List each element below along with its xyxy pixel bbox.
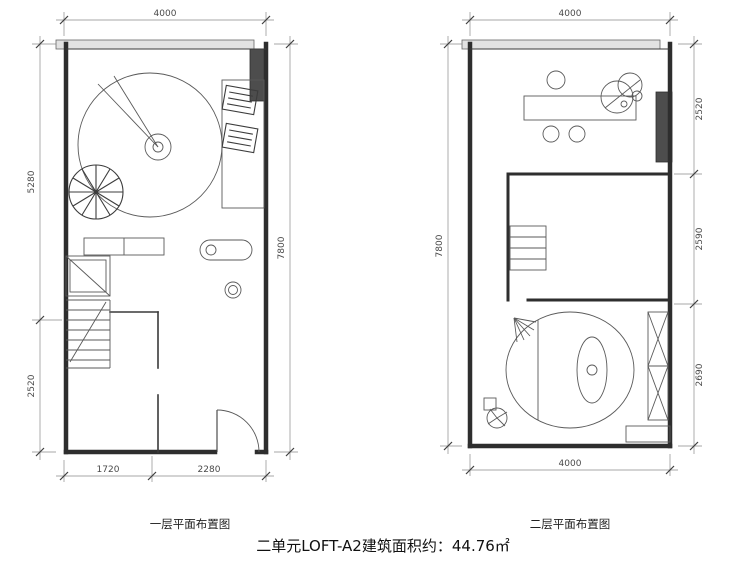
small-plant <box>483 397 508 429</box>
dim-second-bottom: 4000 <box>462 454 678 476</box>
dim-first-left: 5280 2520 <box>27 36 62 460</box>
dim-label: 2280 <box>198 465 221 475</box>
outer-walls <box>63 41 269 455</box>
dim-label: 2520 <box>27 374 37 397</box>
closet <box>65 255 111 297</box>
entry-door <box>216 409 260 453</box>
round-bed-second <box>505 311 635 429</box>
dim-second-right: 2520 2590 2690 <box>674 36 705 454</box>
dining-table <box>523 70 637 143</box>
dim-label: 5280 <box>27 170 37 193</box>
kitchen-counter <box>221 79 265 209</box>
top-wall-band <box>55 39 255 50</box>
interior-walls <box>109 311 159 453</box>
wardrobe <box>625 311 671 443</box>
plant-decor <box>600 72 643 114</box>
dim-label: 2690 <box>695 363 705 386</box>
dim-label: 4000 <box>559 9 582 19</box>
fan-decor <box>68 164 124 220</box>
outer-walls <box>467 41 673 449</box>
first-floor-caption: 一层平面布置图 <box>150 517 231 531</box>
dim-label: 4000 <box>154 9 177 19</box>
dim-label: 2590 <box>695 227 705 250</box>
shower-fan <box>513 317 537 343</box>
dim-label: 4000 <box>559 459 582 469</box>
top-wall-band <box>461 39 661 50</box>
stairs <box>66 299 111 369</box>
second-floor-plan: 4000 7800 2520 2590 2690 <box>435 9 705 531</box>
round-bed <box>77 72 223 218</box>
dim-label: 7800 <box>277 236 287 259</box>
dim-first-right: 7800 <box>274 36 298 460</box>
dim-label: 7800 <box>435 234 445 257</box>
dim-first-top: 4000 <box>56 9 274 36</box>
interior-walls <box>506 172 672 302</box>
second-floor-caption: 二层平面布置图 <box>530 517 611 531</box>
dim-label: 1720 <box>97 465 120 475</box>
dim-label: 2520 <box>695 97 705 120</box>
cabinet-counter <box>83 237 253 261</box>
stair-flight <box>509 225 547 271</box>
dim-second-left: 7800 <box>435 36 462 454</box>
dim-second-top: 4000 <box>462 9 678 36</box>
first-floor-plan: 4000 5280 2520 7800 <box>27 9 298 531</box>
page-title: 二单元LOFT-A2建筑面积约：44.76㎡ <box>256 537 510 555</box>
dim-first-bottom: 1720 2280 <box>56 456 274 482</box>
stool <box>224 281 242 299</box>
